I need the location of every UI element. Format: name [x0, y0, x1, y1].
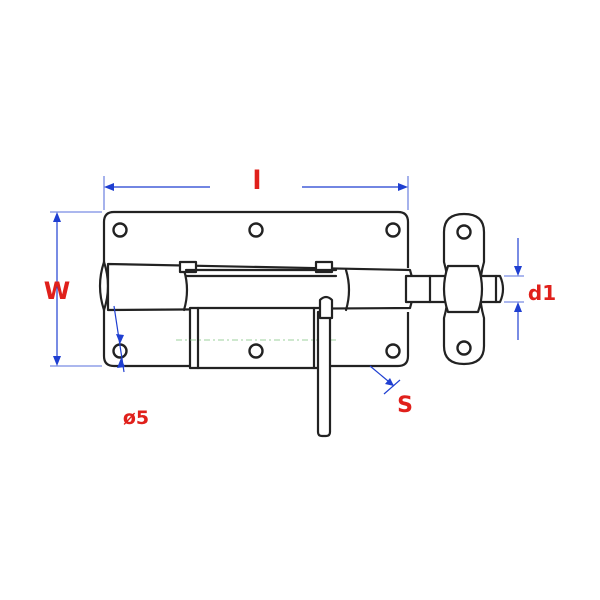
width-arrow-top — [53, 212, 61, 222]
length-arrow-left — [104, 183, 114, 191]
bolt-diameter-dimension — [504, 238, 524, 340]
screw-hole-bottom-right — [385, 343, 401, 359]
sleeve-body — [188, 306, 326, 370]
barrel-rear-edge — [344, 268, 351, 312]
screw-hole-top-left — [112, 222, 128, 238]
plate-left-curl-inner — [98, 260, 106, 312]
width-dimension — [50, 211, 102, 367]
bolt-diameter-label: d1 — [528, 281, 556, 305]
width-label: W — [44, 277, 70, 305]
handle-arm — [316, 310, 332, 438]
mounting-plate — [98, 210, 410, 368]
d1-arrow-top — [514, 266, 522, 276]
keeper-hole-top — [456, 224, 472, 240]
screw-hole-bottom-center — [248, 343, 264, 359]
length-dimension — [103, 176, 409, 210]
thickness-tick — [383, 379, 401, 395]
screw-hole-top-right — [385, 222, 401, 238]
hole-arrow-bottom — [117, 358, 125, 368]
screw-holes — [112, 222, 472, 359]
keeper-loop — [442, 264, 484, 314]
thickness-dimension — [369, 365, 401, 395]
hole-diameter-label: ø5 — [123, 407, 149, 429]
sleeve-top-tab-right — [314, 260, 334, 274]
keeper-hole-bottom — [456, 340, 472, 356]
keeper — [404, 212, 505, 366]
length-label: l — [253, 166, 262, 196]
length-arrow-right — [398, 183, 408, 191]
hole-diameter-dimension — [113, 305, 125, 373]
d1-arrow-bottom — [514, 302, 522, 312]
sleeve — [176, 260, 338, 370]
width-arrow-bottom — [53, 356, 61, 366]
plate-upper-half — [102, 210, 410, 268]
hole-arrow-top — [116, 334, 124, 344]
handle-knob — [318, 295, 334, 320]
screw-hole-top-center — [248, 222, 264, 238]
barrel-front-edge — [182, 268, 189, 312]
handle — [316, 295, 334, 438]
sleeve-top-tab-left — [178, 260, 198, 274]
thickness-label: S — [397, 393, 413, 418]
thickness-arrow — [385, 378, 394, 386]
